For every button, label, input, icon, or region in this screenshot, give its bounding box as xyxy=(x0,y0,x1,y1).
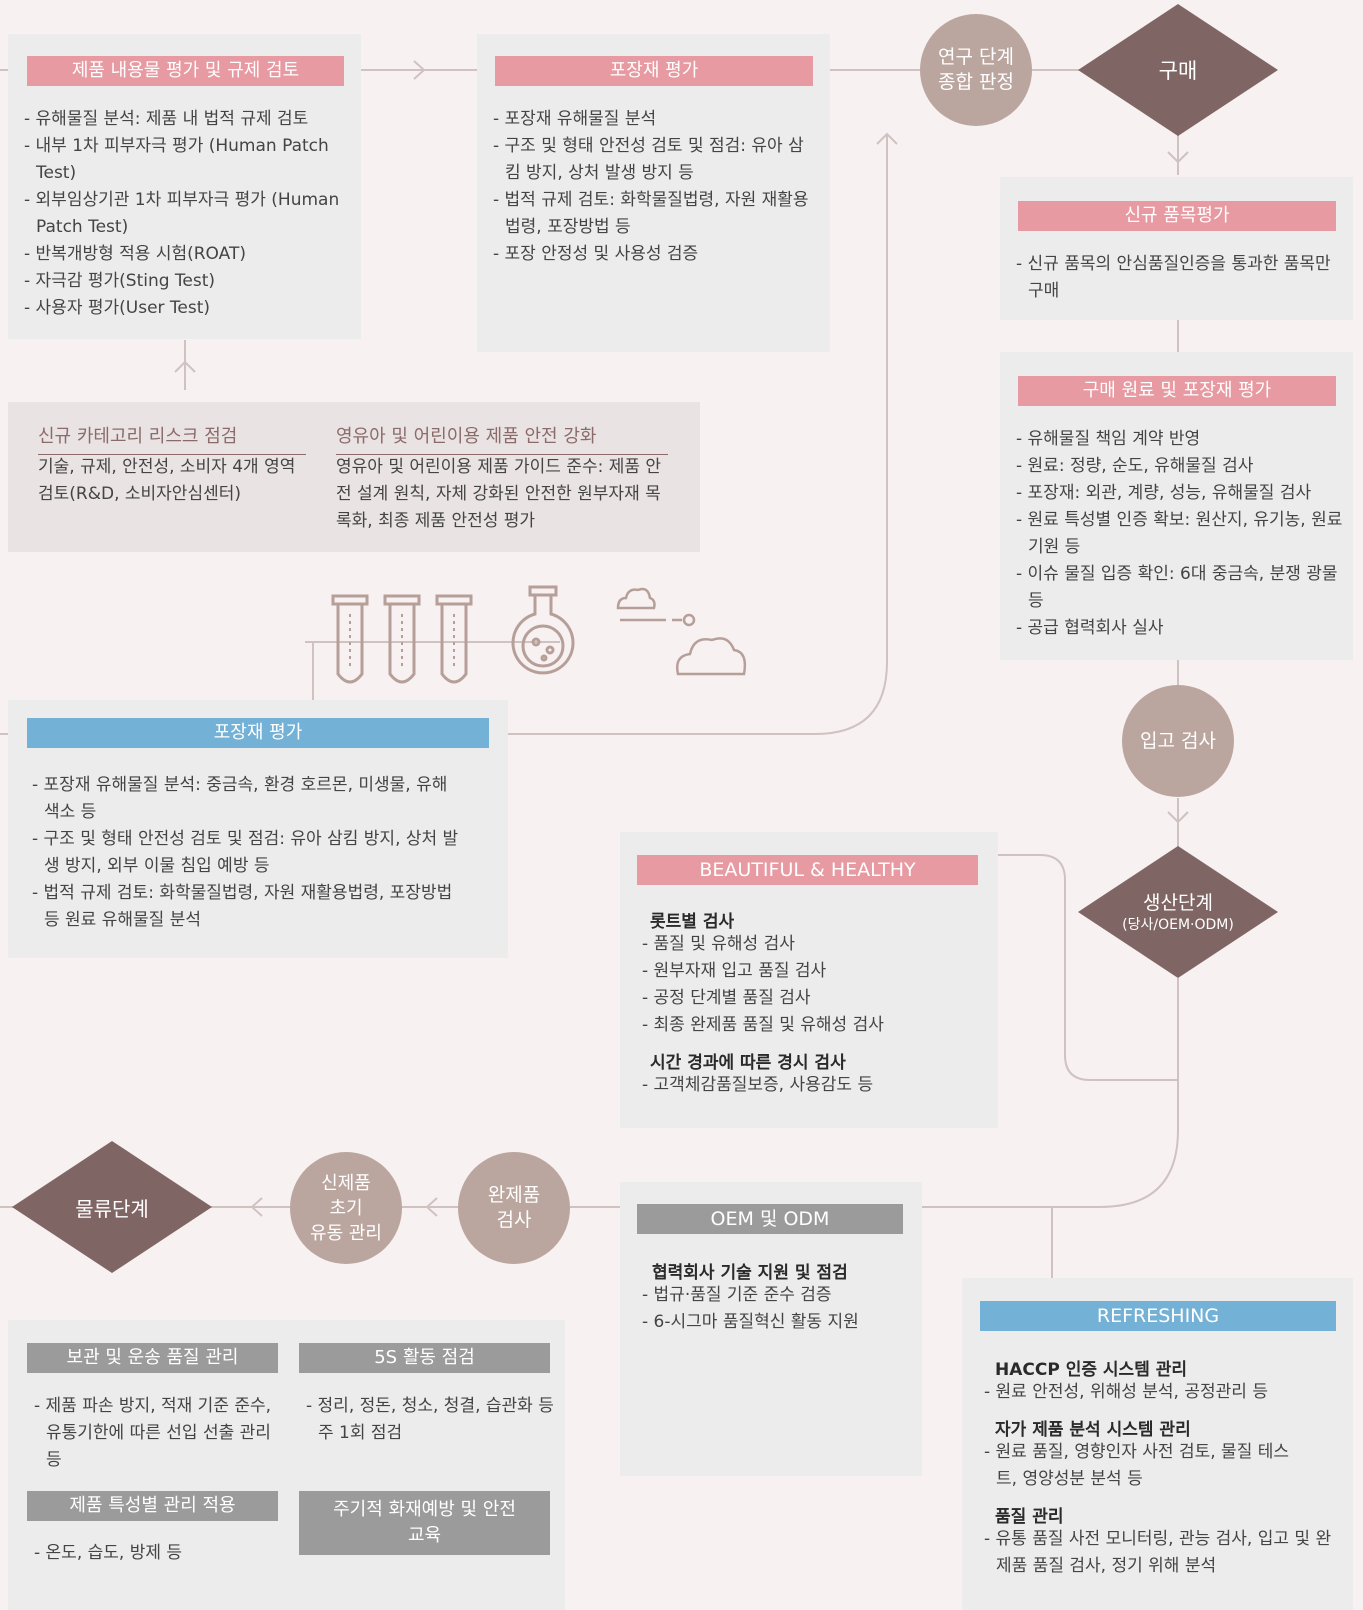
refreshing-card: REFRESHING HACCP 인증 시스템 관리 원료 안전성, 위해성 분… xyxy=(962,1278,1353,1610)
risk-check-card: 신규 카테고리 리스크 점검 기술, 규제, 안전성, 소비자 4개 영역 검토… xyxy=(8,402,700,552)
raw-material-eval-title: 구매 원료 및 포장재 평가 xyxy=(1018,376,1336,406)
purchase-diamond xyxy=(1078,4,1278,136)
content-review-title: 제품 내용물 평가 및 규제 검토 xyxy=(27,56,344,86)
list-item: 원료 특성별 인증 확보: 원산지, 유기농, 원료 기원 등 xyxy=(1016,507,1344,561)
child-safety-text: 영유아 및 어린이용 제품 가이드 준수: 제품 안전 설계 원칙, 자체 강화… xyxy=(336,457,662,531)
production-subtitle: (당사/OEM·ODM) xyxy=(1122,917,1234,933)
quality-mgmt-title: 품질 관리 xyxy=(995,1507,1064,1527)
partner-support-list: 법규·품질 기준 준수 검증 6-시그마 품질혁신 활동 지원 xyxy=(642,1282,912,1336)
partner-support-title: 협력회사 기술 지원 및 점검 xyxy=(652,1263,848,1283)
new-item-eval-title: 신규 품목평가 xyxy=(1018,201,1336,231)
logistics-label: 물류단계 xyxy=(75,1196,149,1221)
list-item: 신규 품목의 안심품질인증을 통과한 품목만 구매 xyxy=(1016,251,1336,305)
packaging-eval-top-card: 포장재 평가 포장재 유해물질 분석 구조 및 형태 안전성 검토 및 점검: … xyxy=(477,34,830,352)
list-item: 유해물질 분석: 제품 내 법적 규제 검토 xyxy=(24,106,352,133)
storage-transport-list: 제품 파손 방지, 적재 기준 준수, 유통기한에 따른 선입 선출 관리 등 xyxy=(34,1393,274,1474)
fire-safety-title: 주기적 화재예방 및 안전교육 xyxy=(299,1491,550,1555)
lot-inspection-title: 롯트별 검사 xyxy=(650,912,735,932)
new-category-risk-text: 기술, 규제, 안전성, 소비자 4개 영역 검토(R&D, 소비자안심센터) xyxy=(38,457,296,504)
product-specific-mgmt-list: 온도, 습도, 방제 등 xyxy=(34,1540,274,1567)
haccp-title: HACCP 인증 시스템 관리 xyxy=(995,1360,1188,1380)
self-analysis-list: 원료 품질, 영향인자 사전 검토, 물질 테스트, 영양성분 분석 등 xyxy=(984,1439,1304,1493)
list-item: 포장재: 외관, 계량, 성능, 유해물질 검사 xyxy=(1016,480,1344,507)
raw-material-eval-card: 구매 원료 및 포장재 평가 유해물질 책임 계약 반영 원료: 정량, 순도,… xyxy=(1000,352,1353,660)
list-item: 6-시그마 품질혁신 활동 지원 xyxy=(642,1309,912,1336)
packaging-eval-top-list: 포장재 유해물질 분석 구조 및 형태 안전성 검토 및 점검: 유아 삼킴 방… xyxy=(493,106,813,268)
refreshing-title: REFRESHING xyxy=(980,1301,1336,1331)
packaging-eval-mid-card: 포장재 평가 포장재 유해물질 분석: 중금속, 환경 호르몬, 미생물, 유해… xyxy=(8,700,508,958)
child-safety-title: 영유아 및 어린이용 제품 안전 강화 xyxy=(336,422,668,455)
content-review-list: 유해물질 분석: 제품 내 법적 규제 검토 내부 1차 피부자극 평가 (Hu… xyxy=(24,106,352,322)
list-item: 고객체감품질보증, 사용감도 등 xyxy=(642,1072,982,1099)
production-diamond xyxy=(1078,846,1278,978)
list-item: 원료 품질, 영향인자 사전 검토, 물질 테스트, 영양성분 분석 등 xyxy=(984,1439,1304,1493)
aging-inspection-title: 시간 경과에 따른 경시 검사 xyxy=(650,1053,846,1073)
list-item: 품질 및 유해성 검사 xyxy=(642,931,982,958)
list-item: 이슈 물질 입증 확인: 6대 중금속, 분쟁 광물 등 xyxy=(1016,561,1344,615)
product-specific-mgmt-title: 제품 특성별 관리 적용 xyxy=(27,1491,278,1521)
5s-activity-title: 5S 활동 점검 xyxy=(299,1343,550,1373)
list-item: 포장재 유해물질 분석 xyxy=(493,106,813,133)
research-judgement-circle: 연구 단계 종합 판정 xyxy=(920,14,1032,126)
packaging-eval-mid-title: 포장재 평가 xyxy=(27,718,489,748)
production-label: 생산단계 (당사/OEM·ODM) xyxy=(1100,884,1256,942)
lot-inspection-list: 품질 및 유해성 검사 원부자재 입고 품질 검사 공정 단계별 품질 검사 최… xyxy=(642,931,982,1039)
new-item-eval-list: 신규 품목의 안심품질인증을 통과한 품목만 구매 xyxy=(1016,251,1336,305)
list-item: 자극감 평가(Sting Test) xyxy=(24,268,352,295)
list-item: 반복개방형 적용 시험(ROAT) xyxy=(24,241,352,268)
self-analysis-title: 자가 제품 분석 시스템 관리 xyxy=(995,1420,1191,1440)
new-item-eval-card: 신규 품목평가 신규 품목의 안심품질인증을 통과한 품목만 구매 xyxy=(1000,177,1353,320)
purchase-label: 구매 xyxy=(1158,59,1198,83)
list-item: 공정 단계별 품질 검사 xyxy=(642,985,982,1012)
list-item: 유통 품질 사전 모니터링, 관능 검사, 입고 및 완제품 품질 검사, 정기… xyxy=(984,1526,1344,1580)
list-item: 정리, 정돈, 청소, 청결, 습관화 등 주 1회 점검 xyxy=(306,1393,558,1447)
list-item: 원료: 정량, 순도, 유해물질 검사 xyxy=(1016,453,1344,480)
list-item: 제품 파손 방지, 적재 기준 준수, 유통기한에 따른 선입 선출 관리 등 xyxy=(34,1393,274,1474)
finished-product-inspection-circle: 완제품 검사 xyxy=(458,1152,570,1264)
list-item: 온도, 습도, 방제 등 xyxy=(34,1540,274,1567)
haccp-list: 원료 안전성, 위해성 분석, 공정관리 등 xyxy=(984,1379,1344,1406)
oem-odm-title: OEM 및 ODM xyxy=(637,1204,903,1234)
list-item: 법적 규제 검토: 화학물질법령, 자원 재활용법령, 포장방법 등 원료 유해… xyxy=(32,880,460,934)
production-title: 생산단계 xyxy=(1143,892,1213,914)
packaging-eval-mid-list: 포장재 유해물질 분석: 중금속, 환경 호르몬, 미생물, 유해 색소 등 구… xyxy=(32,772,460,934)
content-review-card: 제품 내용물 평가 및 규제 검토 유해물질 분석: 제품 내 법적 규제 검토… xyxy=(8,34,361,339)
list-item: 공급 협력회사 실사 xyxy=(1016,615,1344,642)
list-item: 포장재 유해물질 분석: 중금속, 환경 호르몬, 미생물, 유해 색소 등 xyxy=(32,772,460,826)
logistics-quality-card: 보관 및 운송 품질 관리 제품 파손 방지, 적재 기준 준수, 유통기한에 … xyxy=(8,1320,565,1610)
list-item: 외부임상기관 1차 피부자극 평가 (Human Patch Test) xyxy=(24,187,352,241)
beautiful-healthy-title: BEAUTIFUL & HEALTHY xyxy=(637,855,978,885)
list-item: 유해물질 책임 계약 반영 xyxy=(1016,426,1344,453)
beautiful-healthy-card: BEAUTIFUL & HEALTHY 롯트별 검사 품질 및 유해성 검사 원… xyxy=(620,832,998,1128)
list-item: 원부자재 입고 품질 검사 xyxy=(642,958,982,985)
test-tubes-icon xyxy=(331,594,473,684)
list-item: 포장 안정성 및 사용성 검증 xyxy=(493,241,813,268)
list-item: 최종 완제품 품질 및 유해성 검사 xyxy=(642,1012,982,1039)
quality-mgmt-list: 유통 품질 사전 모니터링, 관능 검사, 입고 및 완제품 품질 검사, 정기… xyxy=(984,1526,1344,1580)
new-category-risk-title: 신규 카테고리 리스크 점검 xyxy=(38,422,306,455)
list-item: 원료 안전성, 위해성 분석, 공정관리 등 xyxy=(984,1379,1344,1406)
raw-material-eval-list: 유해물질 책임 계약 반영 원료: 정량, 순도, 유해물질 검사 포장재: 외… xyxy=(1016,426,1344,642)
list-item: 법적 규제 검토: 화학물질법령, 자원 재활용법령, 포장방법 등 xyxy=(493,187,813,241)
packaging-eval-top-title: 포장재 평가 xyxy=(495,56,813,86)
list-item: 사용자 평가(User Test) xyxy=(24,295,352,322)
new-product-mgmt-circle: 신제품 초기 유동 관리 xyxy=(290,1152,402,1264)
incoming-inspection-circle: 입고 검사 xyxy=(1122,685,1234,797)
aging-inspection-list: 고객체감품질보증, 사용감도 등 xyxy=(642,1072,982,1099)
oem-odm-card: OEM 및 ODM 협력회사 기술 지원 및 점검 법규·품질 기준 준수 검증… xyxy=(620,1182,922,1476)
logistics-diamond xyxy=(12,1141,212,1273)
cloud-icon xyxy=(616,587,747,676)
list-item: 내부 1차 피부자극 평가 (Human Patch Test) xyxy=(24,133,352,187)
flask-icon xyxy=(511,585,575,675)
5s-activity-list: 정리, 정돈, 청소, 청결, 습관화 등 주 1회 점검 xyxy=(306,1393,558,1447)
storage-transport-title: 보관 및 운송 품질 관리 xyxy=(27,1343,278,1373)
list-item: 구조 및 형태 안전성 검토 및 점검: 유아 삼킴 방지, 상처 발생 방지,… xyxy=(32,826,460,880)
list-item: 법규·품질 기준 준수 검증 xyxy=(642,1282,912,1309)
list-item: 구조 및 형태 안전성 검토 및 점검: 유아 삼킴 방지, 상처 발생 방지 … xyxy=(493,133,813,187)
